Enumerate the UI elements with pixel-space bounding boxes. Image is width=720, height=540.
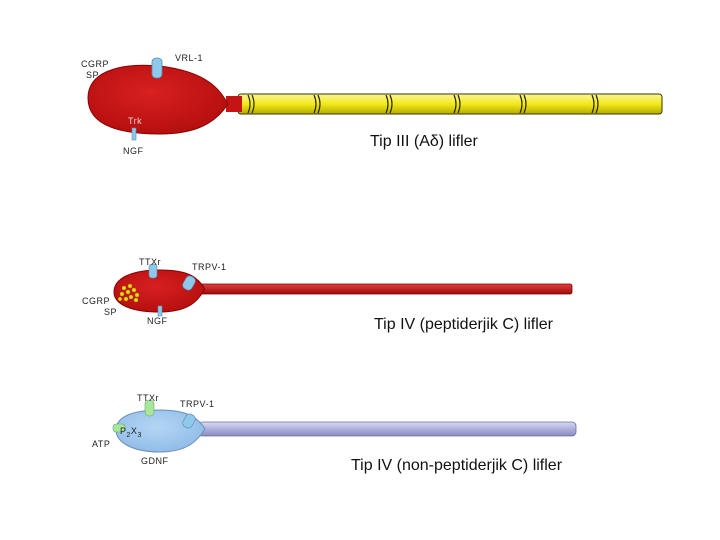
atp-label: ATP bbox=[92, 439, 111, 449]
trk-label: Trk bbox=[128, 116, 143, 126]
neuron1-ngf-label: NGF bbox=[123, 146, 144, 156]
neuron2-trpv1-label: TRPV-1 bbox=[192, 262, 227, 272]
neuron2-ttxr-label: TTXr bbox=[139, 257, 161, 267]
neuron1-soma bbox=[87, 64, 229, 135]
neuron2-ttxr-receptor bbox=[148, 263, 158, 279]
neuron3-ttxr-receptor bbox=[144, 399, 155, 417]
vrl1-label: VRL-1 bbox=[175, 53, 204, 63]
neuron2-axon bbox=[197, 283, 573, 295]
neuron1-title: Tip III (Aδ) lifler bbox=[370, 133, 478, 150]
gdnf-label: GDNF bbox=[141, 456, 169, 466]
vrl1-receptor bbox=[151, 57, 163, 79]
neuron1-sp-label: SP bbox=[86, 70, 100, 80]
neuron1-myelin-nodes bbox=[247, 94, 599, 114]
neuron3-trpv1-label: TRPV-1 bbox=[180, 399, 215, 409]
neuron1-group bbox=[87, 57, 663, 141]
neuron3-group bbox=[112, 399, 577, 453]
trk-receptor bbox=[131, 127, 137, 141]
neuron3-ttxr-label: TTXr bbox=[137, 393, 159, 403]
neuron2-group bbox=[113, 263, 573, 317]
neuron2-title: Tip IV (peptiderjik C) lifler bbox=[374, 316, 554, 333]
p2x3-label: P2X3 bbox=[120, 426, 142, 439]
neuron2-trpv1-receptor bbox=[182, 275, 196, 291]
neuron2-sp-label: SP bbox=[104, 307, 118, 317]
neuron2-ngf-receptor bbox=[157, 305, 163, 317]
p2x3-receptor bbox=[112, 423, 126, 433]
neuron3-title: Tip IV (non-peptiderjik C) lifler bbox=[351, 457, 563, 474]
neuron2-cgrp-label: CGRP bbox=[82, 296, 111, 306]
neuron1-cgrp-label: CGRP bbox=[81, 59, 110, 69]
neuron3-trpv1-receptor bbox=[182, 413, 196, 429]
neuron2-granules bbox=[117, 283, 140, 303]
neuron1-axon-hillock bbox=[226, 96, 242, 112]
neuron2-ngf-label: NGF bbox=[147, 316, 168, 326]
neuron3-axon bbox=[197, 421, 577, 437]
